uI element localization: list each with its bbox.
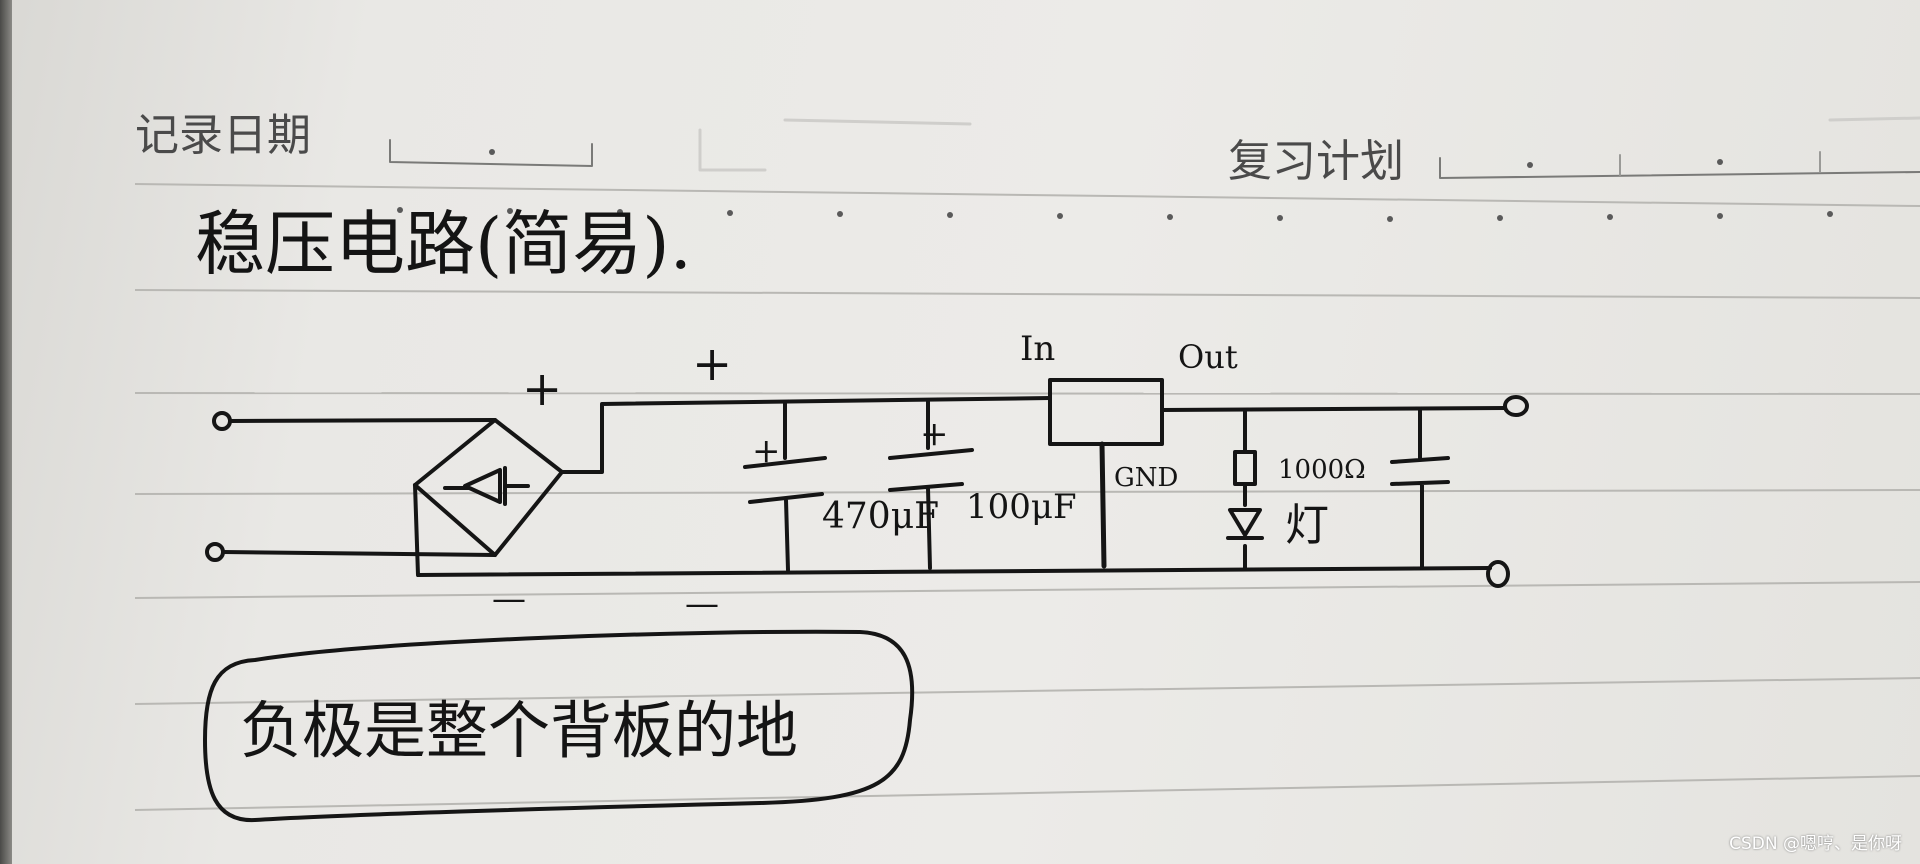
review-plan-field [1439, 157, 1920, 179]
ruled-line [134, 775, 1920, 811]
negative-rail [413, 483, 1492, 577]
header-rule [134, 183, 1920, 207]
ruled-line [134, 581, 1920, 599]
dc-output-terminal-bottom [1486, 560, 1510, 588]
review-plan-ticks [1619, 151, 1821, 176]
output-rail [1160, 406, 1507, 412]
dc-output-terminal-top [1503, 395, 1529, 417]
output-capacitor [1390, 408, 1450, 570]
cap2-plus-label: + [920, 414, 949, 454]
electrolytic-capacitor-470uf [743, 400, 827, 572]
ac-input-terminal-top [212, 411, 232, 431]
rail-plus-label: + [692, 336, 732, 392]
ruled-line [134, 489, 1920, 495]
voltage-regulator-box [1048, 378, 1164, 446]
bleed-through-marks [698, 116, 1920, 172]
rail-minus-label: — [685, 584, 719, 624]
bridge-plus-label: + [522, 361, 562, 417]
record-date-field [389, 139, 593, 167]
csdn-watermark: CSDN @嗯哼、是你呀 [1729, 834, 1902, 854]
resistor-1000ohm [1233, 450, 1257, 486]
record-date-label: 记录日期 [135, 110, 311, 161]
led-label: 灯 [1285, 500, 1329, 551]
positive-rail [560, 396, 1052, 474]
cap1-value-label: 470μF [822, 496, 939, 537]
regulator-gnd-label: GND [1114, 463, 1178, 493]
resistor-value-label: 1000Ω [1278, 455, 1366, 485]
bridge-minus-label: — [492, 579, 526, 619]
header-dots [397, 207, 1833, 222]
regulator-gnd-wire [1099, 441, 1107, 569]
ac-input-wires [221, 418, 497, 557]
ac-input-terminal-bottom [205, 542, 225, 562]
page-edge-shadow [0, 0, 12, 864]
review-plan-label: 复习计划 [1228, 136, 1404, 187]
ruled-line [134, 392, 1920, 395]
ruled-line [134, 677, 1920, 705]
ruled-lines [134, 183, 1920, 811]
cap1-plus-label: + [752, 431, 781, 471]
callout-text: 负极是整个背板的地 [240, 694, 798, 767]
callout-bubble [203, 629, 915, 823]
regulator-in-label: In [1020, 329, 1055, 369]
ruled-line [134, 289, 1920, 299]
regulator-circuit-schematic: + — + — + 470μF + 100μF In Out GND [205, 329, 1529, 624]
electrolytic-capacitor-100uf [888, 398, 974, 570]
cap2-value-label: 100μF [966, 487, 1077, 527]
bridge-rectifier [413, 418, 564, 557]
note-title: 稳压电路(简易). [195, 203, 692, 285]
regulator-out-label: Out [1178, 338, 1238, 376]
led-symbol [1226, 508, 1264, 540]
date-field-dot [489, 149, 495, 155]
bridge-diode-symbol [443, 466, 530, 506]
